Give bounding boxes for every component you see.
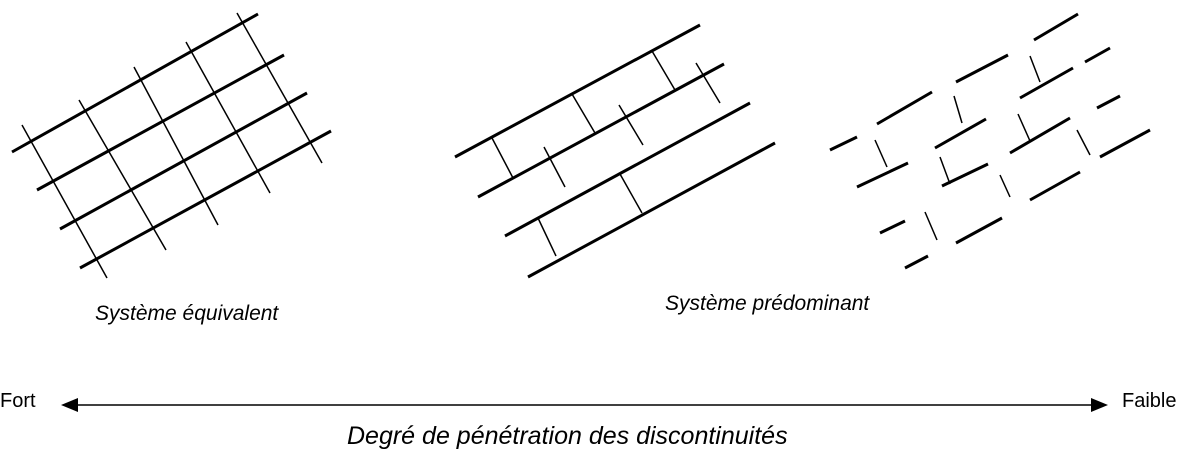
equivalent-cross-line [236, 12, 323, 164]
axis-left-label: Fort [0, 390, 36, 412]
equivalent-cross-set [21, 12, 323, 279]
equivalent-main-set [11, 12, 332, 270]
discontinuous-system [829, 12, 1151, 270]
predominant-system-label: Système prédominant [665, 292, 870, 315]
discontinuous-segment [876, 90, 933, 126]
discontinuous-cross-set [874, 55, 1091, 241]
equivalent-cross-line [185, 41, 271, 194]
discontinuous-segment [1084, 46, 1111, 64]
predominant-cross-line [491, 137, 514, 179]
equivalent-system-label: Système équivalent [95, 302, 279, 325]
predominant-cross-line [571, 93, 596, 134]
equivalent-cross-line [133, 66, 219, 226]
predominant-cross-line [543, 146, 566, 188]
equivalent-cross-line [21, 124, 108, 279]
discontinuous-cross [1017, 113, 1031, 142]
discontinuous-segment [829, 135, 858, 152]
predominant-main-line [527, 141, 776, 279]
discontinuous-cross [1029, 55, 1041, 83]
predominant-cross-line [619, 173, 643, 214]
discontinuous-main-set [829, 12, 1151, 270]
equivalent-main-line [11, 12, 259, 154]
discontinuous-cross [924, 211, 938, 241]
axis-right-label: Faible [1122, 390, 1177, 412]
equivalent-cross-line [78, 99, 167, 251]
discontinuous-segment [856, 161, 909, 189]
predominant-main-line [454, 23, 701, 159]
axis-title: Degré de pénétration des discontinuités [347, 422, 788, 450]
discontinuous-segment [1099, 128, 1151, 159]
discontinuous-segment [879, 219, 906, 235]
discontinuous-cross [999, 174, 1011, 198]
arrowhead-right-icon [1091, 398, 1108, 412]
discontinuous-cross [874, 139, 888, 168]
discontinuous-segment [934, 117, 987, 150]
predominant-main-line [477, 62, 725, 199]
predominant-cross-set [491, 50, 721, 257]
arrowhead-left-icon [61, 398, 78, 412]
predominant-cross-line [651, 50, 676, 91]
discontinuous-segment [1096, 94, 1121, 110]
equivalent-main-line [36, 53, 285, 192]
discontinuous-segment [955, 216, 1003, 245]
predominant-cross-line [618, 104, 644, 146]
discontinuous-cross [1076, 129, 1091, 156]
discontinuous-segment [955, 53, 1009, 84]
discontinuous-cross [939, 156, 951, 185]
discontinuous-segment [1029, 170, 1081, 202]
equivalent-main-line [79, 129, 332, 270]
discontinuous-cross [953, 95, 963, 124]
discontinuous-segment [1009, 116, 1071, 155]
predominant-main-set [454, 23, 776, 279]
equivalent-system [11, 12, 332, 279]
predominant-cross-line [695, 62, 721, 104]
predominant-system [454, 23, 776, 279]
discontinuous-segment [1019, 66, 1074, 100]
predominant-cross-line [537, 217, 557, 257]
discontinuous-segment [904, 254, 929, 270]
discontinuous-segment [1033, 12, 1079, 42]
penetration-axis-arrow [61, 398, 1108, 412]
predominant-main-line [504, 101, 751, 238]
